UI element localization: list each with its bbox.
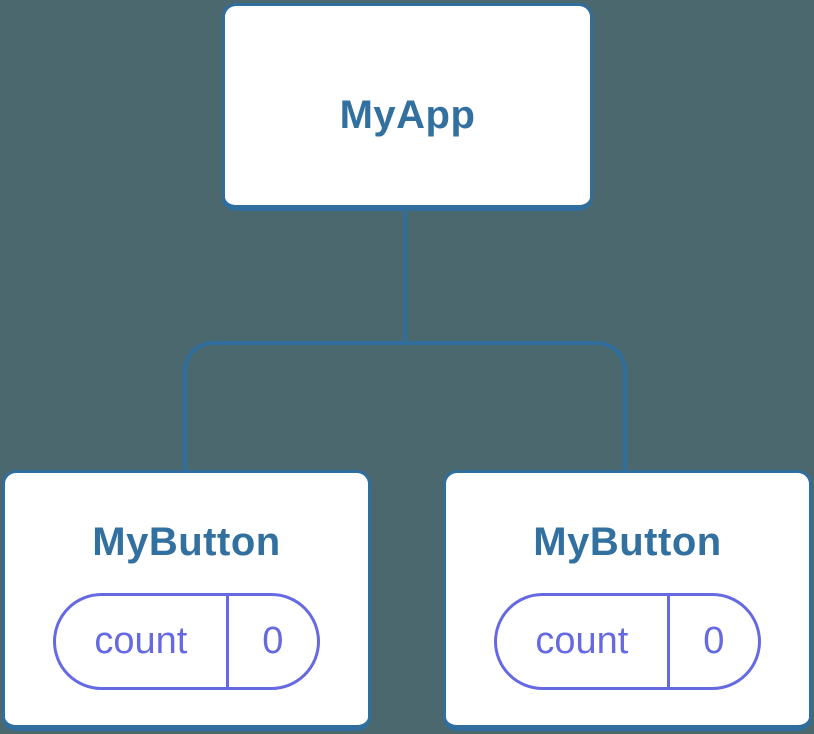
state-value-left: 0 xyxy=(262,620,284,662)
connector-stem xyxy=(403,210,407,345)
connector-bracket xyxy=(183,341,627,470)
state-value-right: 0 xyxy=(703,620,725,662)
component-label-mybutton-left: MyButton xyxy=(92,520,281,564)
tree-node-myapp: MyApp xyxy=(222,3,593,211)
state-badge-right: count 0 xyxy=(494,593,761,690)
component-label-mybutton-right: MyButton xyxy=(533,520,722,564)
state-key-right: count xyxy=(497,596,670,687)
tree-node-mybutton-left: MyButton count 0 xyxy=(2,470,371,731)
state-badge-left: count 0 xyxy=(53,593,320,690)
tree-node-mybutton-right: MyButton count 0 xyxy=(443,470,812,731)
state-key-left: count xyxy=(56,596,229,687)
component-label-myapp: MyApp xyxy=(339,92,476,137)
